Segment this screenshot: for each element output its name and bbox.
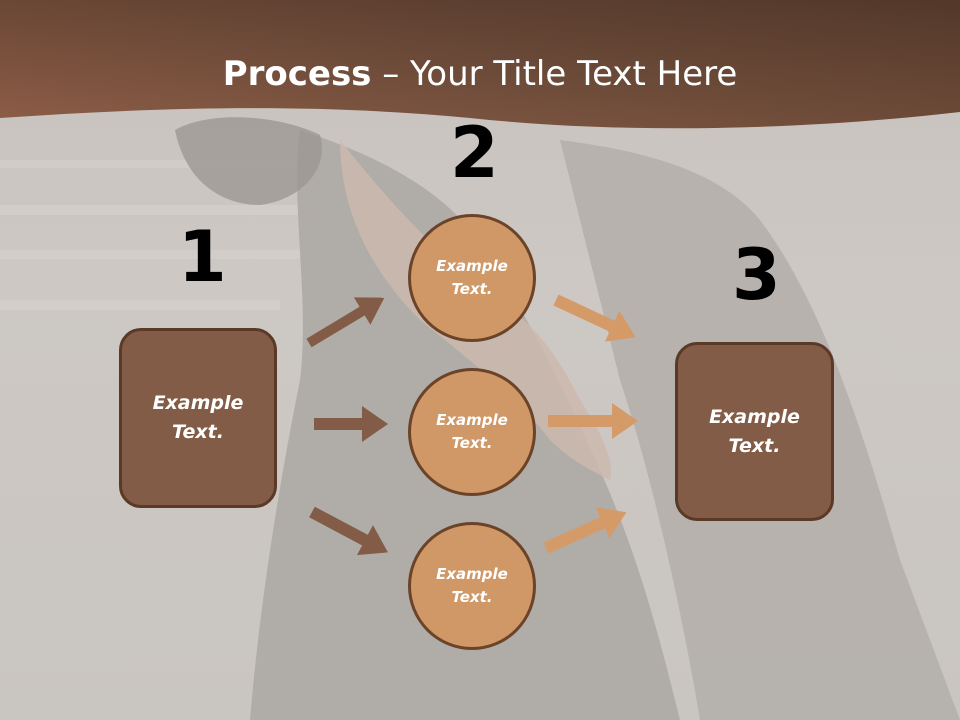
step-number-2: 2 [450, 112, 499, 194]
step-number-3: 3 [732, 234, 781, 316]
slide-title: Process – Your Title Text Here [0, 52, 960, 96]
circle-top: Example Text. [408, 214, 536, 342]
circle-middle-text: Example Text. [436, 411, 508, 452]
step-number-1: 1 [178, 216, 227, 298]
circle-bottom: Example Text. [408, 522, 536, 650]
title-bold: Process [222, 54, 372, 94]
step-1-box: Example Text. [119, 328, 277, 508]
circle-top-text: Example Text. [436, 257, 508, 298]
step-3-text: Example Text. [709, 405, 800, 457]
step-1-text: Example Text. [152, 392, 244, 443]
header-band [0, 0, 960, 129]
title-rest: – Your Title Text Here [371, 54, 738, 94]
step-3-box: Example Text. [675, 342, 834, 521]
circle-middle: Example Text. [408, 368, 536, 496]
circle-bottom-text: Example Text. [436, 565, 508, 606]
